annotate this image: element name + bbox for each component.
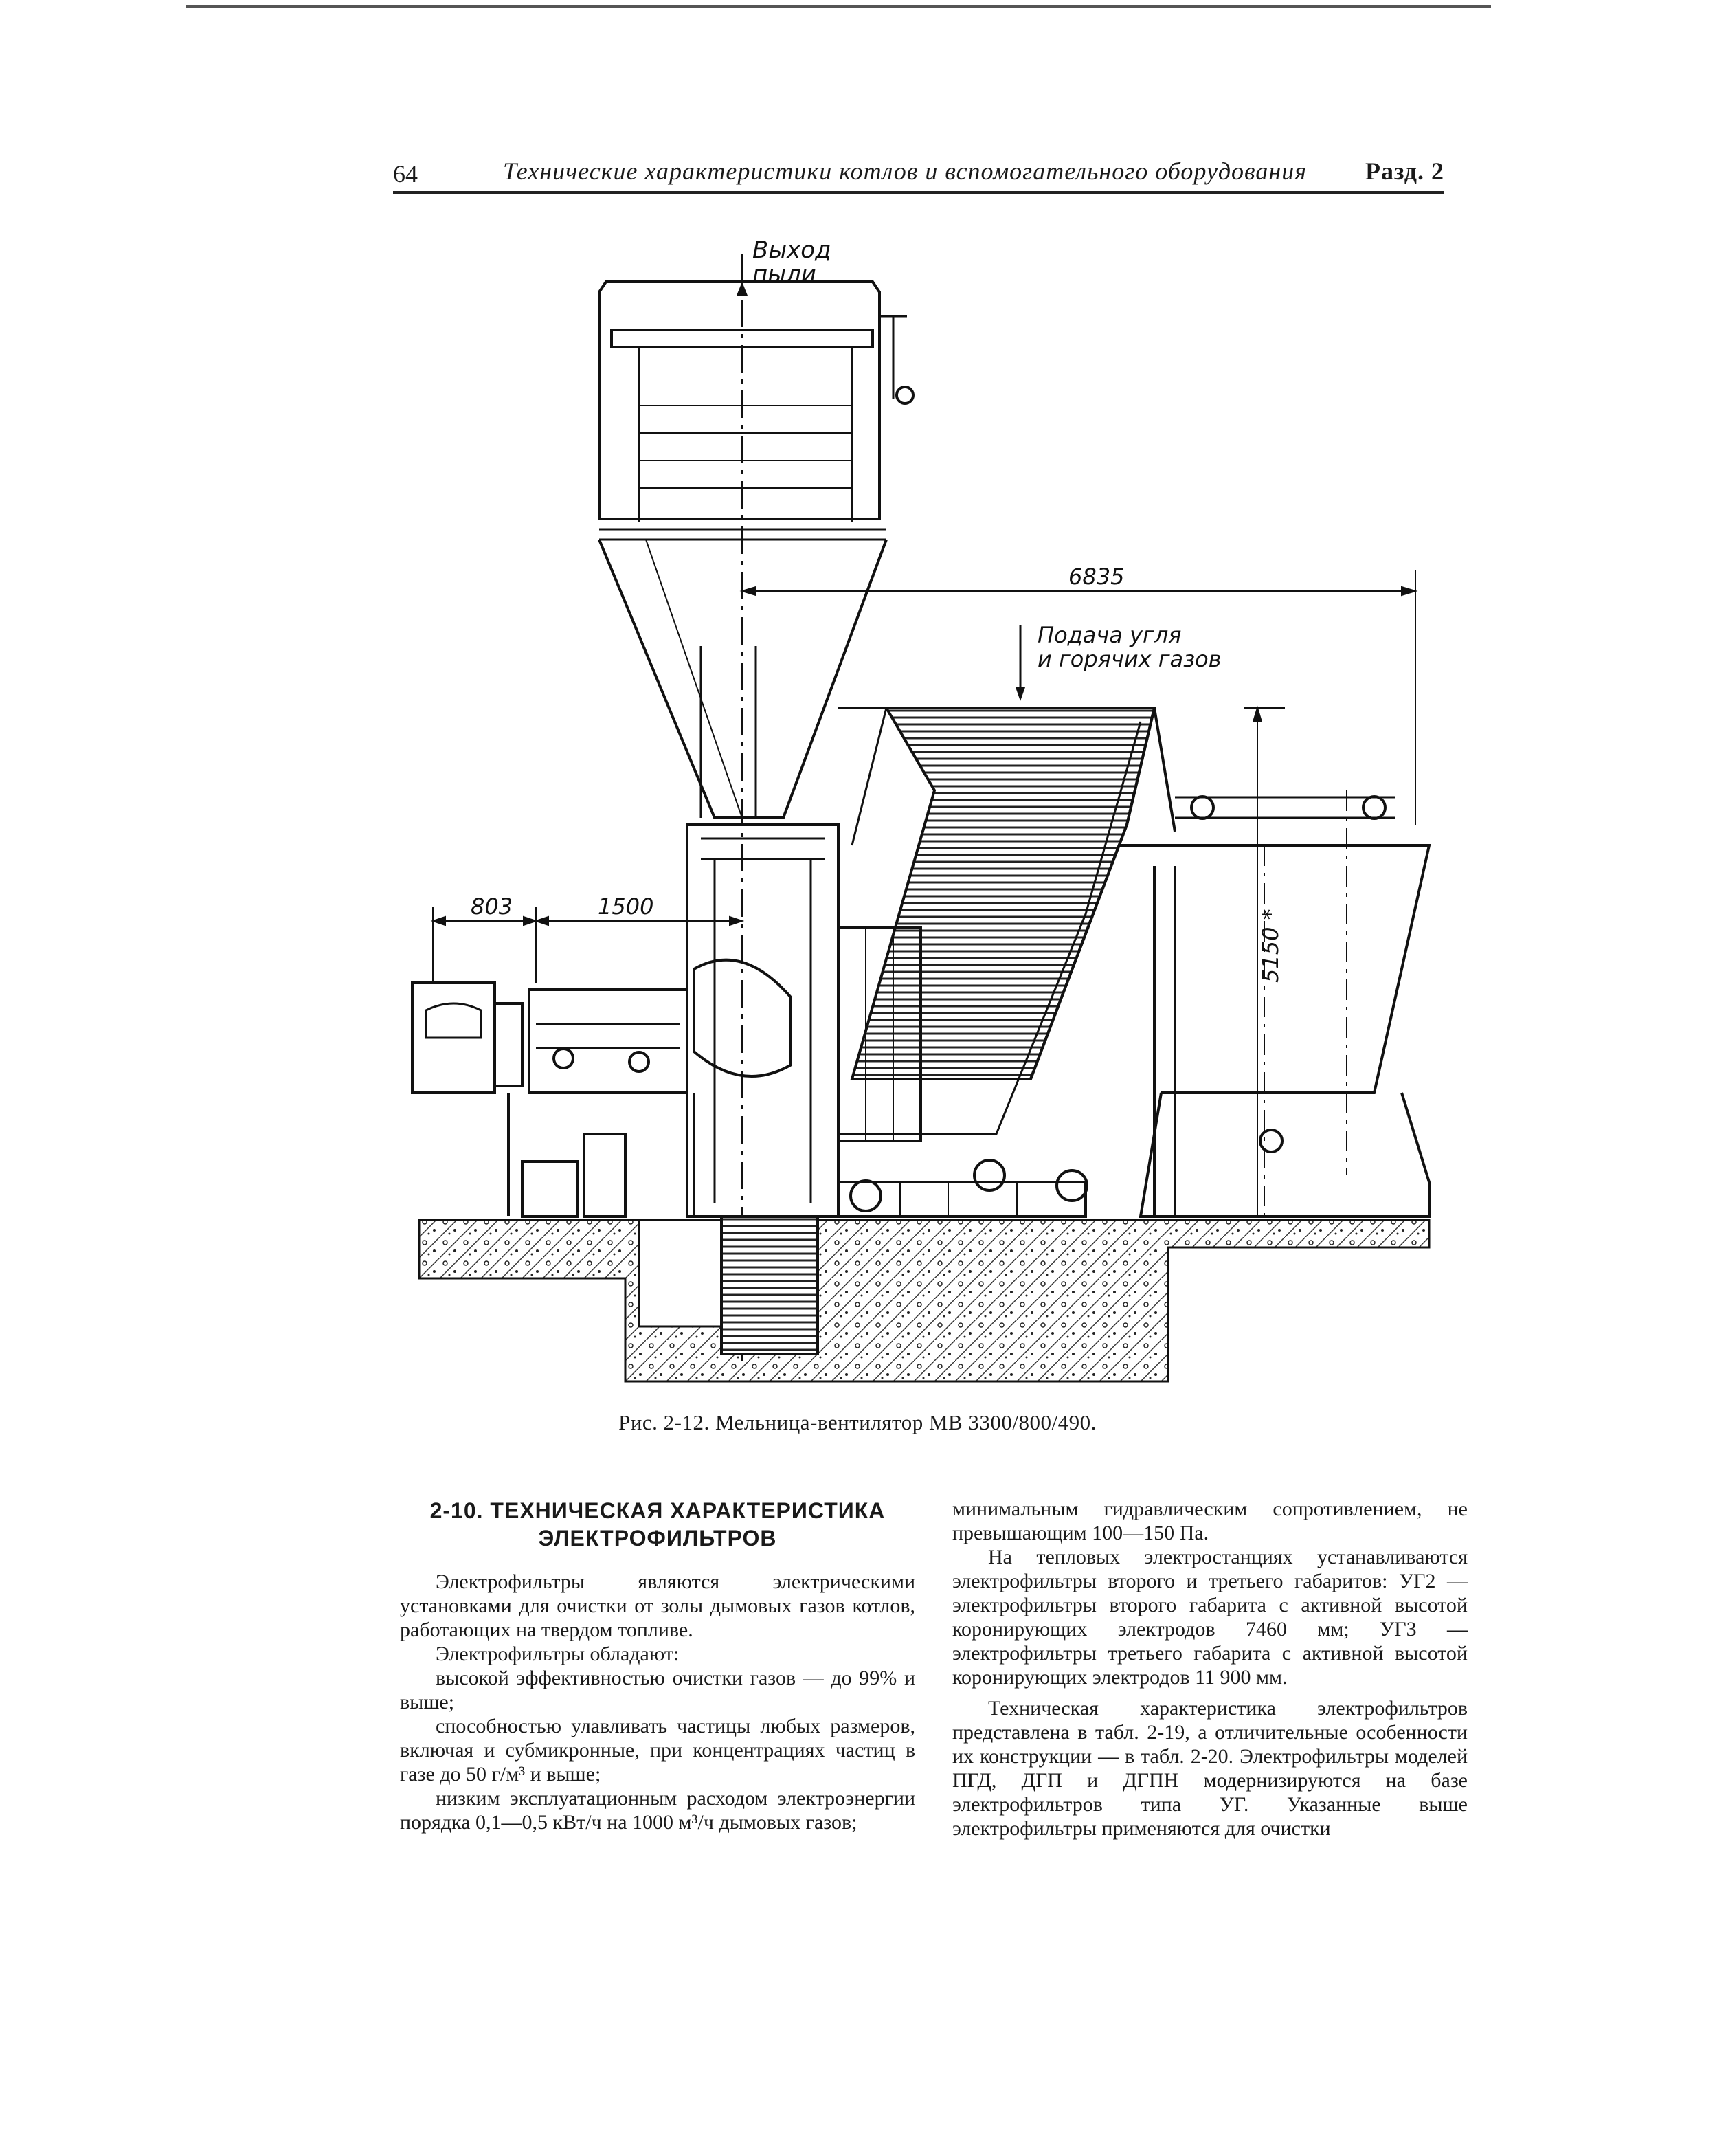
coal-feed-label-2: и горячих газов (1038, 646, 1222, 672)
left-paragraph-4: способностью улавливать частицы любых ра… (400, 1715, 915, 1786)
section-title-line1: 2-10. ТЕХНИЧЕСКАЯ ХАРАКТЕРИСТИКА (429, 1498, 886, 1523)
page-header: 64 Технические характеристики котлов и в… (393, 155, 1444, 194)
feed-chute (838, 707, 1156, 1135)
right-paragraph-3: Техническая характеристика электрофильтр… (952, 1697, 1468, 1840)
section-title-line2: ЭЛЕКТРОФИЛЬТРОВ (538, 1526, 777, 1551)
section-title: 2-10. ТЕХНИЧЕСКАЯ ХАРАКТЕРИСТИКА ЭЛЕКТРО… (400, 1497, 915, 1552)
dimension-5150 (1244, 705, 1285, 1216)
left-column: 2-10. ТЕХНИЧЕСКАЯ ХАРАКТЕРИСТИКА ЭЛЕКТРО… (400, 1497, 915, 1834)
bunker (1120, 707, 1431, 1218)
undercarriage (837, 1159, 1088, 1218)
dust-outlet-label-2: пыли (752, 260, 816, 288)
header-rule (393, 191, 1444, 194)
foundation (418, 1219, 1431, 1383)
page-number: 64 (393, 160, 418, 188)
dimension-803-1500 (430, 907, 745, 983)
dim-6835-label: 6835 (1068, 564, 1124, 590)
dim-1500-label: 1500 (598, 893, 653, 920)
dim-803-label: 803 (471, 893, 513, 920)
outlet-arrow (737, 282, 748, 296)
dimension-6835 (739, 570, 1418, 825)
left-paragraph-2: Электрофильтры обладают: (436, 1643, 680, 1665)
coal-feed-label-1: Подача угля (1038, 622, 1182, 648)
section-label: Разд. 2 (1365, 157, 1444, 185)
motor-gearbox (411, 981, 695, 1218)
left-paragraph-3: высокой эффективностью очистки газов — д… (400, 1667, 915, 1713)
figure-caption: Рис. 2-12. Мельница-вентилятор МВ 3300/8… (618, 1410, 1097, 1434)
running-title: Технические характеристики котлов и вспо… (503, 157, 1308, 185)
right-paragraph-1: минимальным гидравлическим сопротивление… (952, 1498, 1468, 1544)
separator (598, 280, 915, 819)
dim-5150-label: 5150 * (1257, 909, 1284, 983)
right-paragraph-2: На тепловых электростанциях устанавливаю… (952, 1546, 1468, 1689)
scan-top-edge (186, 5, 1491, 8)
right-column: минимальным гидравлическим сопротивление… (952, 1497, 1468, 1841)
dust-outlet-label-1: Выход (752, 236, 831, 264)
left-paragraph-5: низким эксплуатационным расходом электро… (400, 1787, 915, 1834)
mill-fan-drawing: Выход пыли 6835 Подача угля и горячих га… (399, 227, 1457, 1395)
mill-pit (720, 1215, 819, 1355)
left-paragraph-1: Электрофильтры являются электрическими у… (400, 1570, 915, 1641)
feed-arrowhead (1016, 687, 1025, 701)
